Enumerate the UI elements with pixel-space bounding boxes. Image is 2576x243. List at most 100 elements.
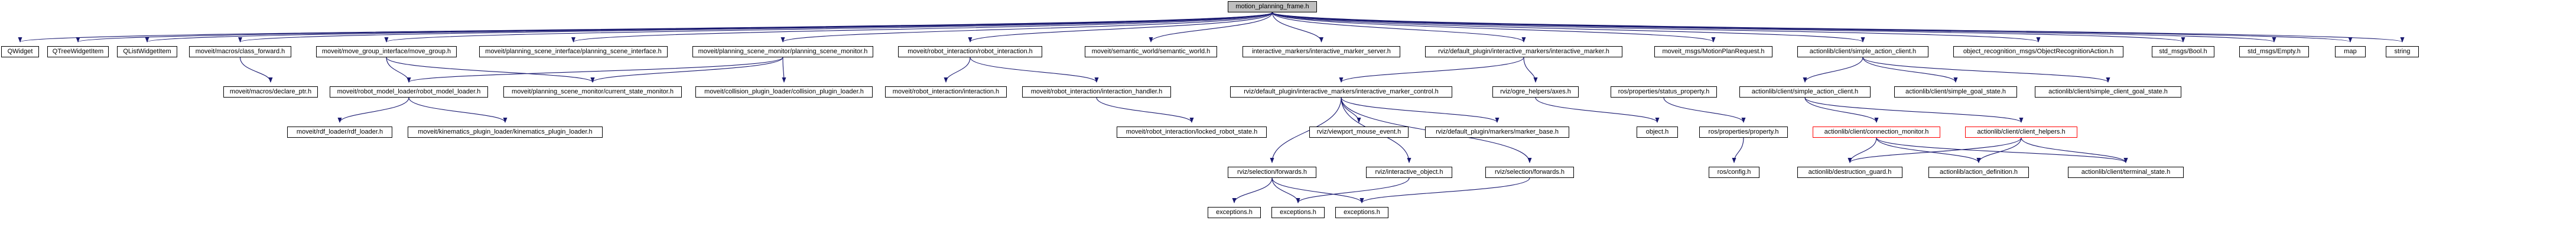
graph-node[interactable]: actionlib/client/simple_action_client.h	[1739, 86, 1871, 98]
graph-node[interactable]: exceptions.h	[1208, 207, 1261, 218]
graph-edge	[1271, 12, 2276, 43]
graph-node[interactable]: rviz/selection/forwards.h	[1485, 167, 1574, 178]
graph-edge	[780, 12, 1273, 43]
graph-edge	[1848, 137, 1877, 163]
graph-edge	[1271, 12, 1526, 43]
graph-edge	[1523, 57, 1538, 83]
graph-node[interactable]: map	[2335, 46, 2366, 57]
graph-edge	[1271, 12, 2404, 43]
graph-edge	[1271, 12, 1716, 43]
graph-edge	[386, 57, 411, 83]
graph-edge	[145, 12, 1273, 43]
graph-edge	[386, 57, 595, 83]
graph-node[interactable]: exceptions.h	[1335, 207, 1388, 218]
graph-edge	[1862, 57, 2110, 83]
graph-edge	[1804, 97, 2024, 123]
graph-node[interactable]: QListWidgetItem	[117, 46, 177, 57]
graph-edge	[239, 57, 273, 83]
graph-node[interactable]: rviz/ogre_helpers/axes.h	[1492, 86, 1579, 98]
graph-node[interactable]: actionlib/client/simple_goal_state.h	[1894, 86, 2017, 98]
graph-node[interactable]: rviz/default_plugin/interactive_markers/…	[1425, 46, 1622, 57]
graph-edge	[238, 12, 1273, 43]
graph-node[interactable]: moveit/macros/class_forward.h	[189, 46, 291, 57]
graph-node[interactable]: actionlib/client/connection_monitor.h	[1813, 127, 1940, 138]
graph-edge	[1149, 12, 1273, 43]
graph-edge	[1359, 177, 1530, 203]
graph-edge	[1663, 97, 1746, 123]
graph-node[interactable]: actionlib/action_definition.h	[1928, 167, 2029, 178]
graph-node[interactable]: motion_planning_frame.h	[1228, 1, 1317, 12]
graph-edge	[1271, 12, 2352, 43]
graph-edge	[571, 12, 1273, 43]
graph-node[interactable]: QTreeWidgetItem	[47, 46, 109, 57]
graph-node[interactable]: ros/properties/status_property.h	[1611, 86, 1717, 98]
graph-node[interactable]: moveit/kinematics_plugin_loader/kinemati…	[408, 127, 603, 138]
graph-edge	[1341, 97, 1361, 123]
graph-node[interactable]: ros/properties/property.h	[1699, 127, 1788, 138]
graph-edge	[408, 97, 508, 123]
graph-node[interactable]: string	[2386, 46, 2419, 57]
graph-node[interactable]: moveit/collision_plugin_loader/collision…	[695, 86, 873, 98]
graph-node[interactable]: rviz/default_plugin/markers/marker_base.…	[1425, 127, 1569, 138]
graph-edge	[970, 57, 1099, 83]
graph-node[interactable]: rviz/selection/forwards.h	[1228, 167, 1316, 178]
graph-node[interactable]: object_recognition_msgs/ObjectRecognitio…	[1953, 46, 2123, 57]
graph-edge	[1271, 12, 2041, 43]
graph-node[interactable]: exceptions.h	[1271, 207, 1325, 218]
graph-node[interactable]: moveit/planning_scene_interface/planning…	[479, 46, 668, 57]
graph-edge	[1848, 137, 2022, 163]
graph-node[interactable]: object.h	[1637, 127, 1678, 138]
graph-edge	[76, 12, 1273, 43]
graph-node[interactable]: moveit/planning_scene_monitor/planning_s…	[692, 46, 873, 57]
graph-node[interactable]: rviz/default_plugin/interactive_markers/…	[1230, 86, 1452, 98]
graph-node[interactable]: moveit/robot_interaction/locked_robot_st…	[1117, 127, 1267, 138]
graph-edge	[1862, 57, 1958, 83]
graph-node[interactable]: moveit/rdf_loader/rdf_loader.h	[287, 127, 392, 138]
graph-edge	[782, 57, 786, 83]
graph-edge	[968, 12, 1273, 43]
graph-node[interactable]: moveit/move_group_interface/move_group.h	[316, 46, 457, 57]
graph-node[interactable]: moveit/robot_interaction/robot_interacti…	[898, 46, 1042, 57]
graph-node[interactable]: actionlib/client/terminal_state.h	[2068, 167, 2184, 178]
graph-edge	[1535, 97, 1660, 123]
graph-edge	[385, 12, 1273, 43]
graph-edge	[1270, 97, 1342, 163]
graph-node[interactable]: moveit/semantic_world/semantic_world.h	[1085, 46, 1217, 57]
graph-edge	[590, 57, 783, 83]
graph-node[interactable]: std_msgs/Bool.h	[2152, 46, 2214, 57]
graph-node[interactable]: actionlib/client/simple_action_client.h	[1797, 46, 1928, 57]
graph-node[interactable]: interactive_markers/interactive_marker_s…	[1243, 46, 1400, 57]
graph-node[interactable]: moveit/robot_interaction/interaction.h	[885, 86, 1007, 98]
graph-node[interactable]: actionlib/destruction_guard.h	[1797, 167, 1902, 178]
graph-edge	[1341, 97, 1500, 123]
graph-node[interactable]: moveit/robot_interaction/interaction_han…	[1022, 86, 1171, 98]
graph-edge	[1803, 57, 1863, 83]
graph-edge	[1876, 137, 2128, 163]
graph-edge	[337, 97, 409, 123]
graph-edge	[1339, 57, 1524, 83]
graph-node[interactable]: ros/config.h	[1709, 167, 1759, 178]
graph-edge	[1271, 12, 1865, 43]
graph-node[interactable]: actionlib/client/client_helpers.h	[1965, 127, 2077, 138]
graph-edge	[1296, 177, 1410, 203]
graph-edge	[1876, 137, 1981, 163]
graph-edge	[1271, 12, 2185, 43]
graph-edge	[944, 57, 971, 83]
graph-edge	[1271, 177, 1300, 203]
graph-node[interactable]: moveit/robot_model_loader/robot_model_lo…	[330, 86, 488, 98]
graph-node[interactable]: moveit/planning_scene_monitor/current_st…	[503, 86, 682, 98]
graph-edge	[1096, 97, 1194, 123]
graph-edge	[406, 57, 783, 83]
graph-node[interactable]: moveit/macros/declare_ptr.h	[223, 86, 318, 98]
graph-node[interactable]: rviz/viewport_mouse_event.h	[1309, 127, 1409, 138]
graph-node[interactable]: QWidget	[1, 46, 39, 57]
graph-edge	[2021, 137, 2128, 163]
graph-edge	[1232, 177, 1273, 203]
graph-edge	[1732, 137, 1744, 163]
graph-node[interactable]: moveit_msgs/MotionPlanRequest.h	[1654, 46, 1772, 57]
graph-node[interactable]: actionlib/client/simple_client_goal_stat…	[2035, 86, 2181, 98]
graph-node[interactable]: std_msgs/Empty.h	[2239, 46, 2309, 57]
graph-node[interactable]: rviz/interactive_object.h	[1366, 167, 1452, 178]
